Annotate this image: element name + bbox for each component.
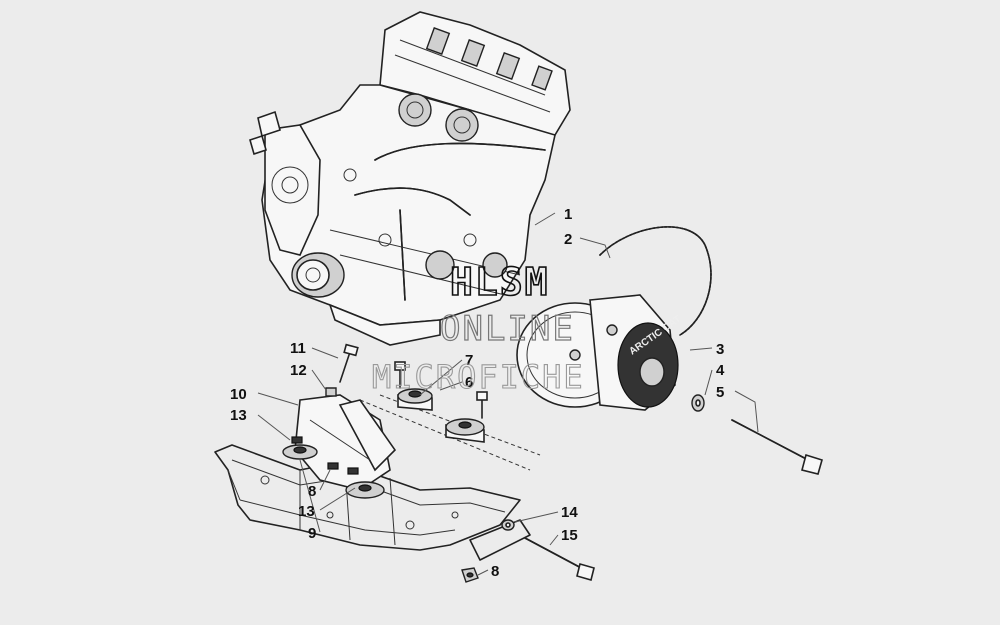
drive-belt [599,226,712,336]
watermark-line-3: MICROFICHE [372,358,585,396]
callout-6: 6 [465,374,473,391]
engine-assembly [249,11,571,346]
watermark-line-2: ONLINE [440,309,575,349]
lower-bolt-hardware [461,519,595,583]
drive-clutch: ARCTIC CAT [516,294,683,411]
engine-mount-front [445,391,488,443]
callout-4: 4 [716,362,725,379]
callout-labels: 1 2 3 4 5 6 7 8 8 9 10 11 12 13 13 14 15 [230,206,725,580]
callout-8-upper: 8 [308,483,316,500]
chassis-frame [214,394,541,561]
callout-10: 10 [230,386,247,403]
watermark: HLSM ONLINE MICROFICHE [371,259,585,396]
callout-8-lower: 8 [491,563,499,580]
callout-2: 2 [564,231,572,248]
leader-lines [257,212,759,576]
engine-mount-rear [394,361,433,411]
callout-12: 12 [290,362,307,379]
callout-13-lower: 13 [298,503,315,520]
callout-15: 15 [561,527,578,544]
callout-11: 11 [290,340,306,357]
clutch-bolt-hardware [691,394,823,475]
callout-5: 5 [716,384,724,401]
callout-7: 7 [465,352,473,369]
watermark-line-1: HLSM [450,260,550,304]
callout-9: 9 [308,525,316,542]
callout-3: 3 [716,341,724,358]
callout-14: 14 [561,504,578,521]
callout-1: 1 [564,206,572,223]
callout-13-upper: 13 [230,407,247,424]
mounting-bracket [282,343,397,499]
